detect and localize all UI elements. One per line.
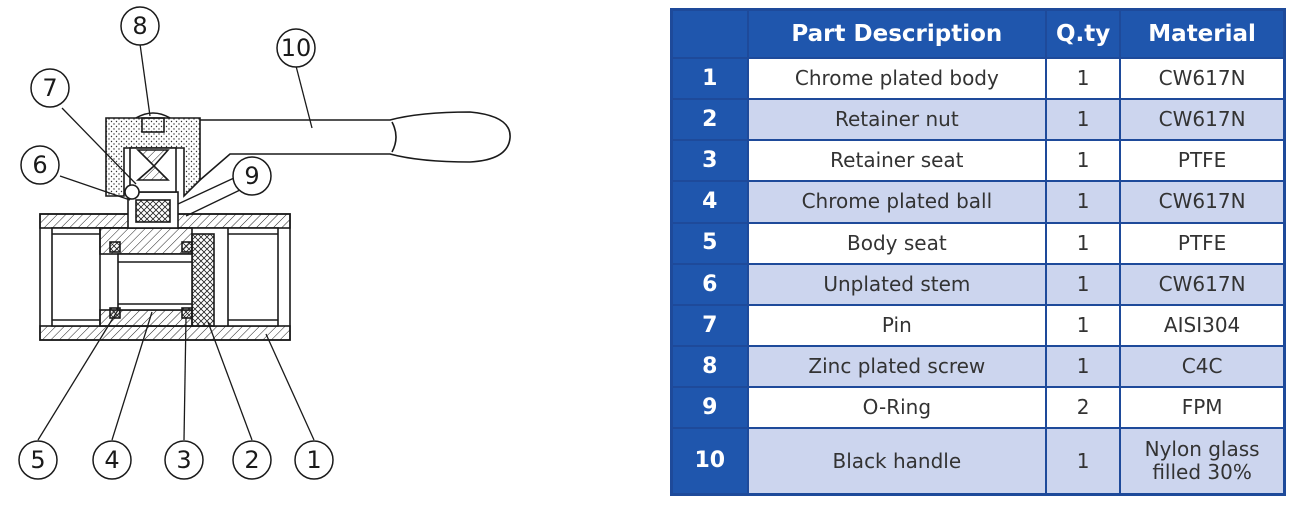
valve-body <box>39 213 291 341</box>
valve-cross-section-diagram: 1 2 3 4 5 6 7 8 9 10 <box>18 6 511 480</box>
callout-label-5: 5 <box>30 446 45 474</box>
quantity-cell: 1 <box>1045 98 1122 142</box>
material-cell: CW617N <box>1119 262 1286 306</box>
callout-circle-7 <box>30 68 70 108</box>
material-cell: AISI304 <box>1119 303 1286 347</box>
quantity-cell: 1 <box>1045 344 1122 389</box>
part-description-cell: Chrome plated body <box>746 56 1048 101</box>
callout-label-9: 9 <box>244 162 259 190</box>
callout-circle-3 <box>164 440 204 480</box>
callout-label-1: 1 <box>306 446 321 474</box>
quantity-cell: 1 <box>1045 303 1122 347</box>
material-cell: PTFE <box>1119 139 1286 183</box>
part-number-cell: 9 <box>670 386 749 430</box>
part-number-cell: 4 <box>670 180 749 224</box>
part-number-cell: 3 <box>670 139 749 183</box>
part-number-cell: 5 <box>670 221 749 265</box>
part-description-cell: Retainer nut <box>746 98 1048 142</box>
part-description-cell: Retainer seat <box>746 139 1048 183</box>
material-cell: FPM <box>1119 386 1286 430</box>
callout-label-6: 6 <box>32 151 47 179</box>
part-description-cell: Black handle <box>746 427 1048 496</box>
quantity-cell: 1 <box>1045 139 1122 183</box>
quantity-cell: 1 <box>1045 221 1122 265</box>
part-description-cell: Zinc plated screw <box>746 344 1048 389</box>
callout-label-2: 2 <box>244 446 259 474</box>
material-cell: PTFE <box>1119 221 1286 265</box>
part-number-cell: 1 <box>670 56 749 101</box>
callout-circle-9 <box>232 156 272 196</box>
header-number <box>670 8 749 59</box>
quantity-cell: 1 <box>1045 180 1122 224</box>
part-description-cell: Body seat <box>746 221 1048 265</box>
callout-circle-4 <box>92 440 132 480</box>
material-cell: Nylon glass filled 30% <box>1119 427 1286 496</box>
part-description-cell: Unplated stem <box>746 262 1048 306</box>
callout-circle-2 <box>232 440 272 480</box>
part-description-cell: Pin <box>746 303 1048 347</box>
material-cell: CW617N <box>1119 98 1286 142</box>
stem-and-handle <box>105 111 511 229</box>
material-cell: C4C <box>1119 344 1286 389</box>
part-number-cell: 6 <box>670 262 749 306</box>
callout-label-7: 7 <box>42 74 57 102</box>
leader-lines <box>37 43 315 441</box>
callout-circle-1 <box>294 440 334 480</box>
part-description-cell: O-Ring <box>746 386 1048 430</box>
quantity-cell: 1 <box>1045 427 1122 496</box>
part-number-cell: 10 <box>670 427 749 496</box>
quantity-cell: 2 <box>1045 386 1122 430</box>
callout-circle-10 <box>276 28 316 68</box>
callout-circle-6 <box>20 145 60 185</box>
callout-label-8: 8 <box>132 12 147 40</box>
part-number-cell: 8 <box>670 344 749 389</box>
quantity-cell: 1 <box>1045 56 1122 101</box>
callout-label-10: 10 <box>281 34 312 62</box>
part-description-cell: Chrome plated ball <box>746 180 1048 224</box>
header-part-description: Part Description <box>746 8 1048 59</box>
callout-markers: 1 2 3 4 5 6 7 8 9 10 <box>18 6 334 480</box>
material-cell: CW617N <box>1119 56 1286 101</box>
callout-circle-8 <box>120 6 160 46</box>
header-material: Material <box>1119 8 1286 59</box>
material-cell: CW617N <box>1119 180 1286 224</box>
header-quantity: Q.ty <box>1045 8 1122 59</box>
table-header-row: Part Description Q.ty Material <box>670 8 1286 59</box>
part-number-cell: 7 <box>670 303 749 347</box>
callout-label-4: 4 <box>104 446 119 474</box>
quantity-cell: 1 <box>1045 262 1122 306</box>
callout-label-3: 3 <box>176 446 191 474</box>
part-number-cell: 2 <box>670 98 749 142</box>
callout-circle-5 <box>18 440 58 480</box>
